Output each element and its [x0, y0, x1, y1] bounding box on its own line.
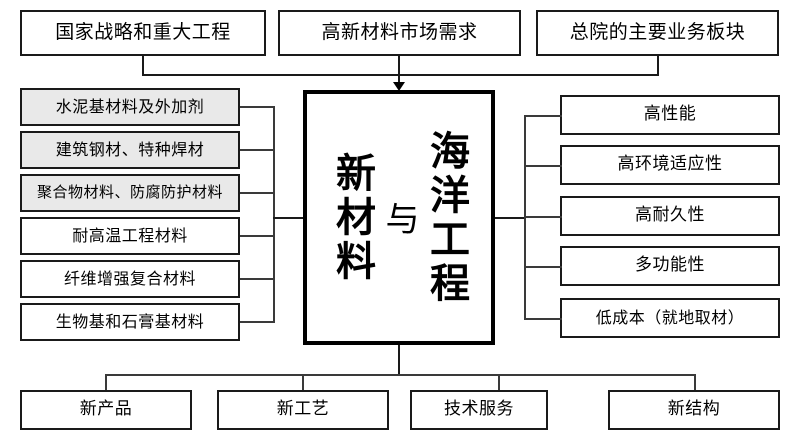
connector-right-4-stub	[524, 318, 562, 320]
connector-right-0-stub	[524, 115, 562, 117]
connector-center-to-bottom	[398, 345, 400, 375]
connector-bottom-bus	[105, 374, 695, 376]
connector-top-2-drop	[657, 56, 659, 75]
left-box-label: 建筑钢材、特种焊材	[55, 139, 205, 159]
right-box-label: 高性能	[643, 104, 697, 125]
bottom-box-label: 技术服务	[444, 399, 514, 420]
connector-top-bus	[142, 74, 659, 76]
connector-left-1-stub	[240, 149, 275, 151]
bottom-box-new-product[interactable]: 新产品	[20, 390, 192, 430]
connector-left-3-stub	[240, 235, 275, 237]
connector-center-to-right	[495, 217, 526, 219]
connector-top-1-drop	[398, 56, 400, 75]
right-box-environmental-adaptability[interactable]: 高环境适应性	[560, 145, 780, 185]
top-box-business-segments[interactable]: 总院的主要业务板块	[536, 10, 779, 56]
connector-bottom-0-drop	[105, 374, 107, 391]
connector-right-3-stub	[524, 266, 562, 268]
top-box-market-demand[interactable]: 高新材料市场需求	[278, 10, 521, 56]
top-box-label: 高新材料市场需求	[321, 21, 478, 44]
bottom-box-new-process[interactable]: 新工艺	[217, 390, 389, 430]
bottom-box-label: 新产品	[79, 399, 133, 420]
connector-left-5-stub	[240, 321, 275, 323]
top-box-national-strategy[interactable]: 国家战略和重大工程	[20, 10, 266, 56]
left-box-fiber-composite[interactable]: 纤维增强复合材料	[20, 260, 240, 298]
left-box-steel-welding[interactable]: 建筑钢材、特种焊材	[20, 131, 240, 169]
right-box-label: 低成本（就地取材）	[595, 307, 745, 327]
bottom-box-label: 新工艺	[276, 399, 330, 420]
left-box-polymer-anticorrosion[interactable]: 聚合物材料、防腐防护材料	[20, 174, 240, 212]
right-box-high-performance[interactable]: 高性能	[560, 95, 780, 135]
right-box-multifunctionality[interactable]: 多功能性	[560, 246, 780, 286]
top-box-label: 国家战略和重大工程	[55, 21, 231, 44]
connector-bottom-3-drop	[694, 374, 696, 391]
center-text-new-materials: 新材料	[329, 151, 375, 284]
connector-top-center-stem	[398, 74, 400, 84]
connector-left-2-stub	[240, 192, 275, 194]
connector-bottom-1-drop	[302, 374, 304, 391]
right-box-label: 高环境适应性	[617, 154, 723, 175]
connector-left-to-center	[273, 217, 305, 219]
connector-left-0-stub	[240, 106, 275, 108]
left-box-high-temperature[interactable]: 耐高温工程材料	[20, 217, 240, 255]
right-box-durability[interactable]: 高耐久性	[560, 196, 780, 236]
left-box-label: 耐高温工程材料	[72, 225, 188, 245]
bottom-box-technical-service[interactable]: 技术服务	[410, 390, 548, 430]
connector-right-2-stub	[524, 216, 562, 218]
left-box-label: 纤维增强复合材料	[63, 268, 196, 288]
connector-top-0-drop	[142, 56, 144, 75]
left-box-label: 生物基和石膏基材料	[55, 311, 205, 331]
bottom-box-new-structure[interactable]: 新结构	[608, 390, 780, 430]
left-box-label: 聚合物材料、防腐防护材料	[36, 183, 223, 202]
top-box-label: 总院的主要业务板块	[569, 21, 746, 44]
connector-left-bus	[273, 106, 275, 323]
bottom-box-label: 新结构	[667, 399, 721, 420]
left-box-label: 水泥基材料及外加剂	[55, 96, 205, 116]
right-box-label: 多功能性	[635, 255, 705, 276]
center-text-marine-engineering: 海洋工程	[423, 129, 469, 306]
center-text-conjunction: 与	[379, 200, 419, 235]
center-main-box[interactable]: 海洋工程 与 新材料	[303, 90, 495, 345]
left-box-cement-materials[interactable]: 水泥基材料及外加剂	[20, 88, 240, 126]
arrow-down-icon	[393, 82, 405, 91]
right-box-label: 高耐久性	[635, 205, 705, 226]
connector-left-4-stub	[240, 278, 275, 280]
left-box-biobased-gypsum[interactable]: 生物基和石膏基材料	[20, 303, 240, 341]
connector-bottom-2-drop	[498, 374, 500, 391]
connector-right-1-stub	[524, 165, 562, 167]
right-box-low-cost[interactable]: 低成本（就地取材）	[560, 298, 780, 338]
